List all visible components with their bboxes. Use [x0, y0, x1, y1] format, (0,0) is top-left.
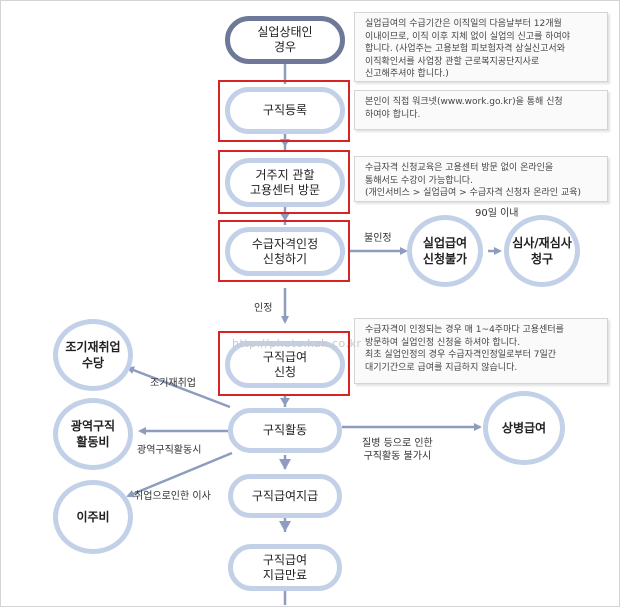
circle-relocation: 이주비	[53, 480, 133, 554]
watermark: http://photo.kak.co.kr	[232, 337, 362, 350]
circle-sickness: 상병급여	[483, 391, 565, 465]
highlight-visit-center	[218, 150, 350, 214]
label-approved: 인정	[254, 303, 273, 314]
note-unemployment-period: 실업급여의 수급기간은 이직일의 다음날부터 12개월 이내이므로, 이직 이후…	[354, 12, 608, 82]
label-within-90-days: 90일 이내	[475, 208, 519, 219]
step-visit-center: 거주지 관할 고용센터 방문	[225, 158, 345, 207]
step-benefit-expiry: 구직급여 지급만료	[228, 544, 342, 591]
step-job-registration: 구직등록	[225, 87, 345, 134]
label-early-reemployment: 조기재취업	[150, 378, 196, 389]
step-job-activity: 구직활동	[228, 408, 342, 453]
note-worknet: 본인이 직접 워크넷(www.work.go.kr)을 통해 신청 하여야 합니…	[354, 90, 608, 130]
label-regional-activity: 광역구직활동시	[137, 445, 202, 456]
label-not-approved: 불인정	[364, 233, 392, 244]
step-qualification: 수급자격인정 신청하기	[225, 227, 345, 276]
step-benefit-payment: 구직급여지급	[228, 474, 342, 518]
arrow-to-relocation	[126, 451, 233, 498]
label-relocation-move: 취업으로인한 이사	[134, 491, 211, 502]
label-illness: 질병 등으로 인한 구직활동 불가시	[362, 438, 433, 462]
step-unemployed: 실업상태인 경우	[225, 16, 345, 64]
arrow-to-early-employment	[126, 366, 231, 409]
highlight-qualification	[218, 220, 350, 282]
circle-review: 심사/재심사 청구	[504, 215, 580, 287]
highlight-benefit-application	[218, 331, 350, 396]
circle-early-employment: 조기재취업 수당	[53, 319, 133, 391]
note-online-education: 수급자격 신청교육은 고용센터 방문 없이 온라인을 통해서도 수강이 가능합니…	[354, 156, 608, 202]
step-benefit-application: 구직급여 신청	[225, 341, 345, 388]
note-certification: 수급자격이 인정되는 경우 매 1~4주마다 고용센터를 방문하여 실업인정 신…	[354, 318, 608, 384]
circle-regional-job: 광역구직 활동비	[53, 398, 133, 470]
circle-reject: 실업급여 신청불가	[407, 215, 483, 287]
highlight-job-registration	[218, 80, 350, 142]
